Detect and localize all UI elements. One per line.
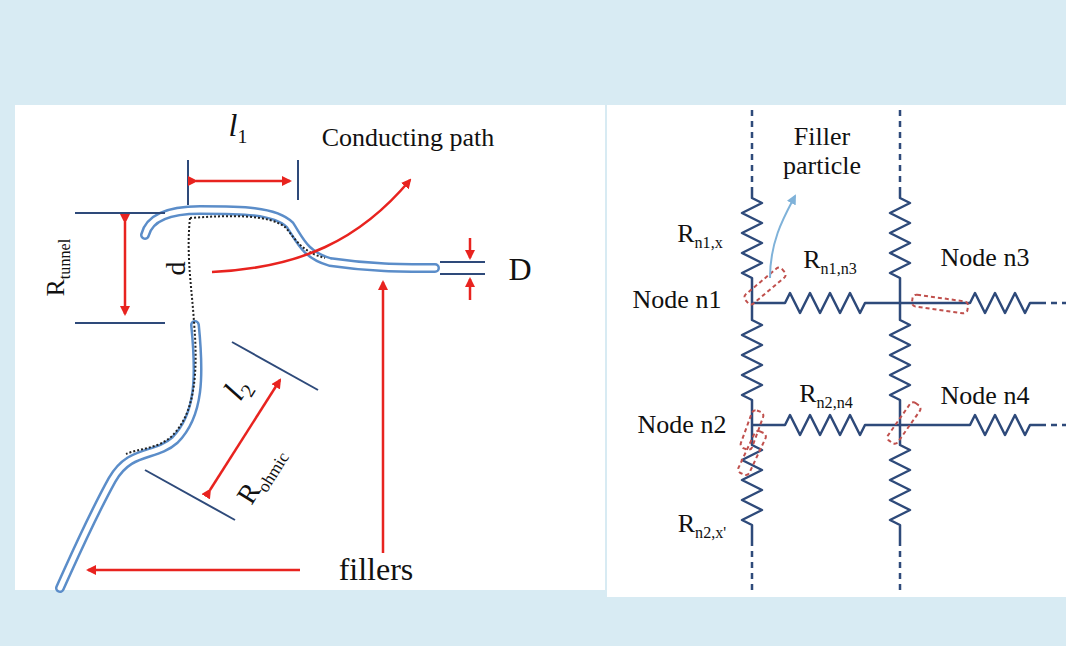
right-panel [607, 105, 1066, 597]
dimension-label: D [508, 252, 531, 287]
resistor-label: Rn1,n3 [803, 246, 857, 277]
resistor-label: Rn1,x [677, 220, 723, 251]
dimension-label: l1 [229, 108, 248, 148]
dimension-label: d [161, 261, 192, 275]
path-label: Conducting path [322, 124, 495, 153]
resistor-label: Rn2,x' [678, 510, 726, 541]
node-label: Node n2 [638, 411, 727, 440]
node-label: Node n3 [941, 244, 1030, 273]
resistor-network [742, 110, 1066, 595]
dimension-arrows [88, 180, 470, 570]
resistance-label: Rtunnel [42, 239, 73, 297]
filler-particle [737, 266, 969, 476]
part-label: Filler particle [767, 123, 877, 180]
conducting-path [190, 216, 325, 258]
leader-arrow [770, 196, 795, 278]
part-label: fillers [339, 552, 414, 587]
dimension-ticks [75, 160, 485, 520]
node-label: Node n4 [941, 382, 1030, 411]
filler-tubes [60, 210, 435, 588]
node-label: Node n1 [633, 286, 722, 315]
left-panel [15, 105, 605, 590]
conducting-path [126, 218, 196, 454]
resistor-label: Rn2,n4 [799, 380, 853, 411]
